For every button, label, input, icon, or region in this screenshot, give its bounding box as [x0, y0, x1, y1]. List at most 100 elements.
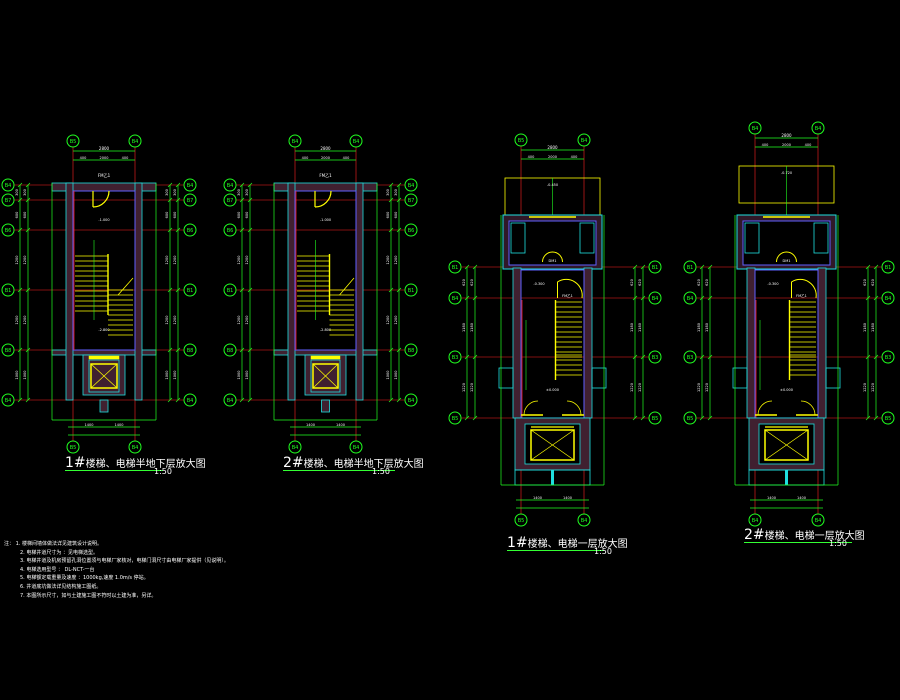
axis-bubble	[1, 343, 15, 357]
dimension-tick	[247, 182, 253, 188]
axis-label: B4	[408, 183, 415, 189]
dimension-tick	[239, 347, 245, 353]
dimension-tick	[25, 347, 31, 353]
dim-text: 1200	[394, 256, 398, 265]
door-label: FM乙1	[796, 293, 807, 298]
dim-text: 1000	[23, 371, 27, 380]
title-underline	[65, 470, 163, 471]
dim-text: 600	[173, 212, 177, 219]
dim-text: 400	[762, 143, 769, 147]
plan-scale: 1:50	[372, 467, 390, 476]
dim-text: 400	[122, 156, 129, 160]
dim-text: 620	[705, 279, 709, 286]
dimension-tick	[865, 295, 871, 301]
door-label: DM1	[549, 259, 557, 263]
dimension-tick	[17, 287, 23, 293]
dimension-tick	[388, 347, 394, 353]
stair-wall-right	[355, 182, 364, 401]
dim-text: 1180	[630, 323, 634, 332]
axis-bubble	[811, 513, 825, 527]
axis-label: B7	[227, 198, 234, 204]
dimension-tick	[472, 295, 478, 301]
axis-bubble	[683, 350, 697, 364]
dimension-tick	[175, 182, 181, 188]
stair-wall-left	[287, 182, 296, 401]
axis-label: B4	[752, 126, 759, 132]
axis-bubble	[448, 291, 462, 305]
axis-bubble	[1, 193, 15, 207]
dimension-tick	[396, 347, 402, 353]
stair-wall-left	[512, 267, 522, 419]
dimension-tick	[707, 264, 713, 270]
dim-text: 400	[805, 143, 812, 147]
axis-bubble	[577, 133, 591, 147]
dim-text: 1200	[173, 316, 177, 325]
axis-bubble	[223, 283, 237, 297]
dim-text: 1220	[705, 383, 709, 392]
dim-text: 1220	[871, 383, 875, 392]
dim-text: 1400	[563, 496, 572, 500]
dim-text: 400	[571, 155, 578, 159]
dimension-tick	[873, 295, 879, 301]
door-swing	[757, 400, 816, 416]
axis-label: B6	[227, 228, 234, 234]
axis-bubble	[183, 283, 197, 297]
dimension-tick	[388, 197, 394, 203]
axis-bubble	[1, 283, 15, 297]
plan-title: 2#楼梯、电梯半地下层放大图	[283, 455, 424, 471]
dim-text: 1200	[394, 316, 398, 325]
dimension-tick	[707, 354, 713, 360]
dim-text: 1220	[638, 383, 642, 392]
dim-text: 1000	[173, 371, 177, 380]
plan-number: 2#	[744, 527, 765, 543]
dim-text: 1220	[697, 383, 701, 392]
note-item: 7. 本图所示尺寸，如与土建施工图不符时以土建为准，另详。	[20, 592, 157, 599]
axis-bubble	[881, 291, 895, 305]
axis-label: B4	[581, 518, 588, 524]
lobby-interior	[742, 220, 831, 266]
dimension-tick	[388, 397, 394, 403]
dim-text: 1220	[863, 383, 867, 392]
dim-text: 620	[630, 279, 634, 286]
axis-label: B4	[132, 139, 139, 145]
axis-label: B5	[687, 416, 694, 422]
dim-text: 600	[245, 212, 249, 219]
plan-scale: 1:50	[154, 467, 172, 476]
dimension-tick	[167, 227, 173, 233]
dim-text: 1000	[245, 371, 249, 380]
axis-label: B1	[652, 265, 659, 271]
dim-text: 1220	[462, 383, 466, 392]
dimension-tick	[640, 415, 646, 421]
axis-label: B4	[292, 139, 299, 145]
dimension-tick	[167, 287, 173, 293]
axis-label: B4	[5, 398, 12, 404]
axis-bubble	[1, 393, 15, 407]
dimension-tick	[247, 397, 253, 403]
axis-bubble	[183, 223, 197, 237]
dim-text: 1400	[767, 496, 776, 500]
axis-bubble	[183, 193, 197, 207]
dim-text: 1200	[237, 316, 241, 325]
axis-bubble	[223, 223, 237, 237]
dim-text: 1180	[697, 323, 701, 332]
elevation-label: -2.800	[98, 328, 109, 332]
axis-label: B4	[353, 445, 360, 451]
axis-bubble	[881, 350, 895, 364]
axis-label: B1	[227, 288, 234, 294]
elevator-car	[312, 363, 339, 389]
note-item: 3. 电梯井道及机房预留孔洞位置须与电梯厂家核对，电梯门洞尺寸由电梯厂家提供（见…	[20, 558, 229, 565]
axis-label: B1	[452, 265, 459, 271]
elevator-car	[90, 363, 118, 389]
axis-bubble	[288, 134, 302, 148]
axis-bubble	[404, 193, 418, 207]
door-label: FM乙1	[562, 293, 573, 298]
dim-text: 1200	[165, 316, 169, 325]
dim-text: 1180	[470, 323, 474, 332]
axis-bubble	[648, 260, 662, 274]
elevation-label: ±0.000	[780, 388, 793, 392]
dim-text: 620	[697, 279, 701, 286]
axis-bubble	[514, 133, 528, 147]
axis-bubble	[683, 291, 697, 305]
dim-text: 400	[343, 156, 350, 160]
dim-text: 1400	[336, 423, 345, 427]
